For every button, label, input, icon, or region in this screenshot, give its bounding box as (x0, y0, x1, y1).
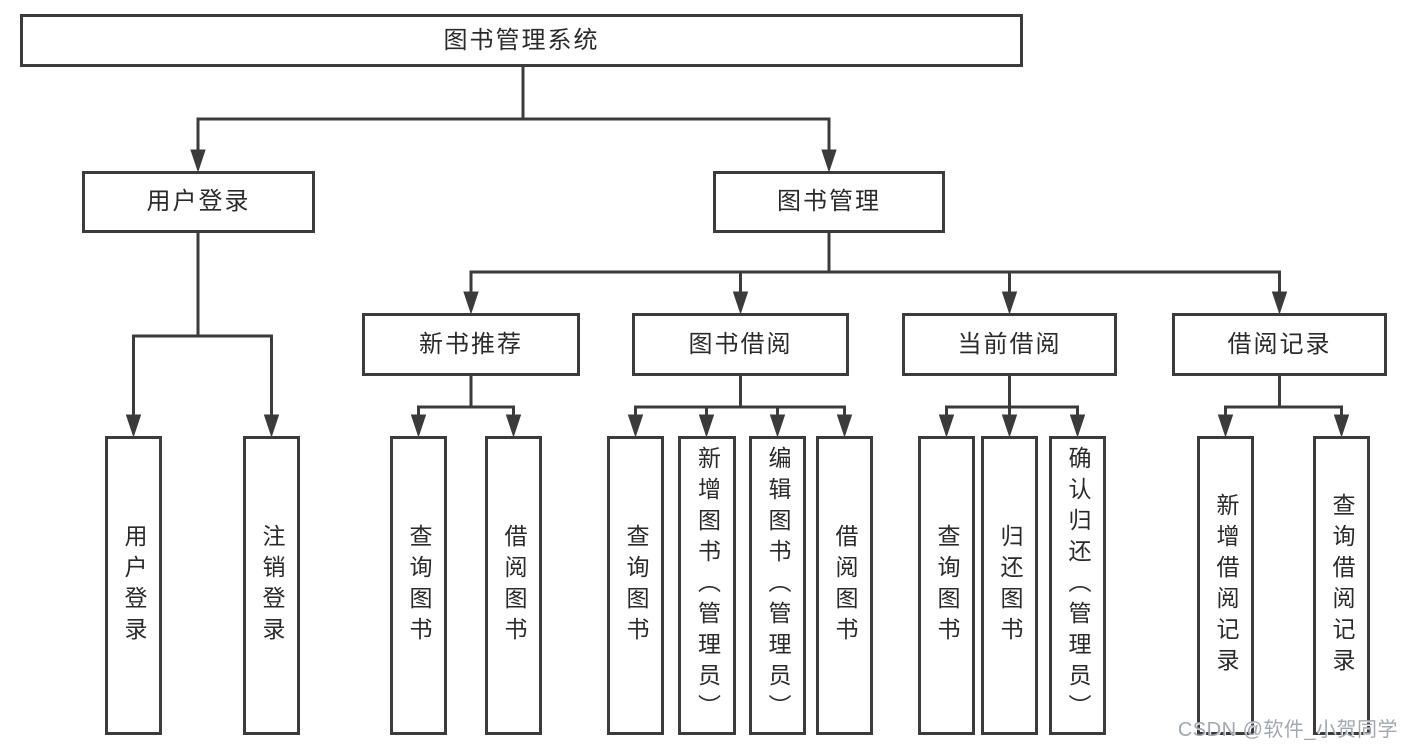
leaf-query-book-recommend: 查询图书 (390, 436, 447, 735)
node-borrow-records-label: 借阅记录 (1227, 330, 1332, 358)
leaf-query-borrow-record: 查询借阅记录 (1313, 436, 1370, 735)
node-book-borrow-label: 图书借阅 (688, 330, 793, 358)
leaf-query-book-recommend-label: 查询图书 (406, 523, 432, 648)
node-book-management-label: 图书管理 (777, 188, 881, 215)
leaf-add-book-admin-label: 新增图书（管理员） (694, 446, 721, 725)
node-current-borrow-label: 当前借阅 (957, 330, 1062, 358)
leaf-user-login-label: 用户登录 (121, 523, 147, 648)
leaf-query-book-current: 查询图书 (918, 436, 975, 735)
watermark-text: CSDN @软件_小贺同学 (1177, 719, 1398, 741)
leaf-logout: 注销登录 (243, 436, 300, 735)
node-new-book-recommend: 新书推荐 (362, 313, 580, 376)
leaf-edit-book-admin-label: 编辑图书（管理员） (765, 446, 791, 725)
node-borrow-records: 借阅记录 (1172, 313, 1387, 376)
leaf-add-borrow-record: 新增借阅记录 (1197, 436, 1254, 735)
leaf-borrow-book-recommend-label: 借阅图书 (501, 523, 527, 648)
leaf-add-borrow-record-label: 新增借阅记录 (1213, 492, 1239, 679)
leaf-confirm-return-admin: 确认归还（管理员） (1049, 436, 1106, 735)
leaf-borrow-book-recommend: 借阅图书 (485, 436, 542, 735)
leaf-borrow-book-label: 借阅图书 (832, 523, 858, 648)
node-root: 图书管理系统 (20, 14, 1023, 67)
leaf-edit-book-admin: 编辑图书（管理员） (749, 436, 806, 735)
leaf-return-book: 归还图书 (981, 436, 1038, 735)
leaf-query-book-borrow: 查询图书 (607, 436, 664, 735)
node-new-book-recommend-label: 新书推荐 (419, 330, 523, 358)
leaf-add-book-admin: 新增图书（管理员） (678, 436, 736, 735)
leaf-return-book-label: 归还图书 (997, 523, 1023, 648)
leaf-query-book-current-label: 查询图书 (934, 523, 960, 648)
leaf-query-borrow-record-label: 查询借阅记录 (1329, 492, 1355, 679)
leaf-user-login: 用户登录 (105, 436, 162, 735)
node-user-login: 用户登录 (82, 171, 315, 233)
node-current-borrow: 当前借阅 (902, 313, 1117, 376)
leaf-confirm-return-admin-label: 确认归还（管理员） (1065, 446, 1091, 725)
node-user-login-label: 用户登录 (146, 188, 251, 215)
leaf-query-book-borrow-label: 查询图书 (623, 523, 649, 648)
leaf-borrow-book: 借阅图书 (816, 436, 873, 735)
node-root-label: 图书管理系统 (443, 26, 600, 54)
node-book-borrow: 图书借阅 (632, 313, 849, 376)
leaf-logout-label: 注销登录 (259, 523, 285, 648)
node-book-management: 图书管理 (713, 171, 945, 233)
